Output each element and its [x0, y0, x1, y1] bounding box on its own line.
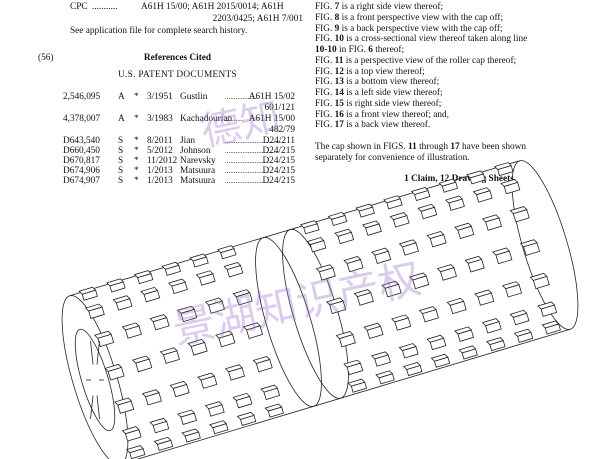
reference-star: * [134, 156, 139, 166]
reference-kind: A [118, 114, 125, 124]
us-documents-heading: U.S. PATENT DOCUMENTS [118, 70, 237, 80]
cap-note-line1: The cap shown in FIGS. 11 through 17 hav… [315, 142, 526, 152]
reference-star: * [134, 114, 139, 124]
figure-line: FIG. 8 is a front perspective view with … [315, 12, 504, 23]
cpc-dots: ........... [92, 2, 118, 12]
section-number: (56) [38, 53, 54, 63]
reference-date: 3/1983 [147, 114, 173, 124]
reference-cls2: 482/79 [269, 125, 295, 135]
reference-kind: S [118, 136, 124, 146]
reference-date: 5/2012 [147, 146, 173, 156]
cpc-line1: A61H 15/00; A61H 2015/0014; A61H [141, 2, 284, 12]
cpc-line2: 2203/0425; A61H 7/001 [212, 14, 303, 24]
reference-star: * [134, 166, 139, 176]
reference-date: 8/2011 [147, 136, 173, 146]
reference-dots: ......................... [225, 177, 269, 185]
reference-cls: D24/215 [262, 176, 295, 186]
reference-date: 3/1951 [147, 92, 173, 102]
reference-num: D670,817 [63, 156, 100, 166]
reference-cls: D24/215 [262, 156, 295, 166]
reference-name: Kachadourian [180, 114, 233, 124]
reference-kind: S [118, 156, 124, 166]
reference-star: * [134, 146, 139, 156]
figure-line: FIG. 12 is a top view thereof; [315, 66, 425, 77]
figure-line: FIG. 7 is a right side view thereof; [315, 2, 444, 12]
figure-line: FIG. 13 is a bottom view thereof; [315, 77, 440, 88]
reference-name: Matsuura [180, 176, 216, 186]
figure-line: FIG. 11 is a perspective view of the rol… [315, 55, 517, 66]
reference-kind: S [118, 146, 124, 156]
reference-date: 1/2013 [147, 176, 173, 186]
reference-date: 11/2012 [147, 156, 178, 166]
reference-cls2: 601/121 [264, 103, 295, 113]
cap-note-line2: separately for convenience of illustrati… [315, 153, 470, 163]
reference-cls: D24/211 [262, 136, 295, 146]
reference-num: D643,540 [63, 136, 100, 146]
figure-line: FIG. 14 is a left side view thereof; [315, 88, 443, 98]
reference-kind: A [118, 92, 125, 102]
reference-star: * [134, 92, 139, 102]
reference-num: 4,378,007 [63, 114, 101, 124]
reference-star: * [134, 136, 139, 146]
reference-num: 2,546,095 [63, 92, 101, 102]
reference-dots: .......... [225, 115, 243, 123]
search-history-note: See application file for complete search… [70, 26, 248, 36]
reference-kind: S [118, 166, 124, 176]
reference-kind: S [118, 176, 124, 186]
reference-name: Narevsky [180, 156, 216, 166]
references-title: References Cited [143, 53, 212, 63]
reference-name: Gustlin [180, 92, 208, 102]
reference-num: D660,450 [63, 146, 100, 156]
figure-line: FIG. 17 is a back view thereof. [315, 120, 431, 131]
reference-num: D674,906 [63, 166, 100, 176]
reference-name: Johnson [180, 146, 211, 156]
reference-dots: ......................... [225, 157, 269, 165]
reference-cls: D24/215 [262, 146, 295, 156]
reference-name: Jian [180, 136, 195, 146]
figure-line: FIG. 16 is a front view thereof; and, [315, 109, 450, 120]
reference-dots: .................................. [225, 137, 285, 145]
figure-line: FIG. 10 is a cross-sectional view thereo… [315, 34, 528, 45]
reference-cls: A61H 15/00 [248, 114, 295, 124]
figure-line: FIG. 15 is right side view thereof; [315, 98, 442, 109]
figure-line: FIG. 9 is a back perspective view with t… [315, 23, 503, 34]
reference-date: 1/2013 [147, 166, 173, 176]
reference-name: Matsuura [180, 166, 216, 176]
reference-cls: D24/215 [262, 166, 295, 176]
reference-cls: A61H 15/02 [248, 92, 295, 102]
reference-dots: .............................. [225, 147, 278, 155]
reference-star: * [134, 176, 139, 186]
reference-dots: ................... [225, 93, 259, 101]
reference-num: D674,907 [63, 176, 100, 186]
figure-line: 10-10 in FIG. 6 thereof; [315, 45, 405, 55]
reference-dots: ......................... [225, 167, 269, 175]
cpc-label: CPC [70, 2, 88, 12]
